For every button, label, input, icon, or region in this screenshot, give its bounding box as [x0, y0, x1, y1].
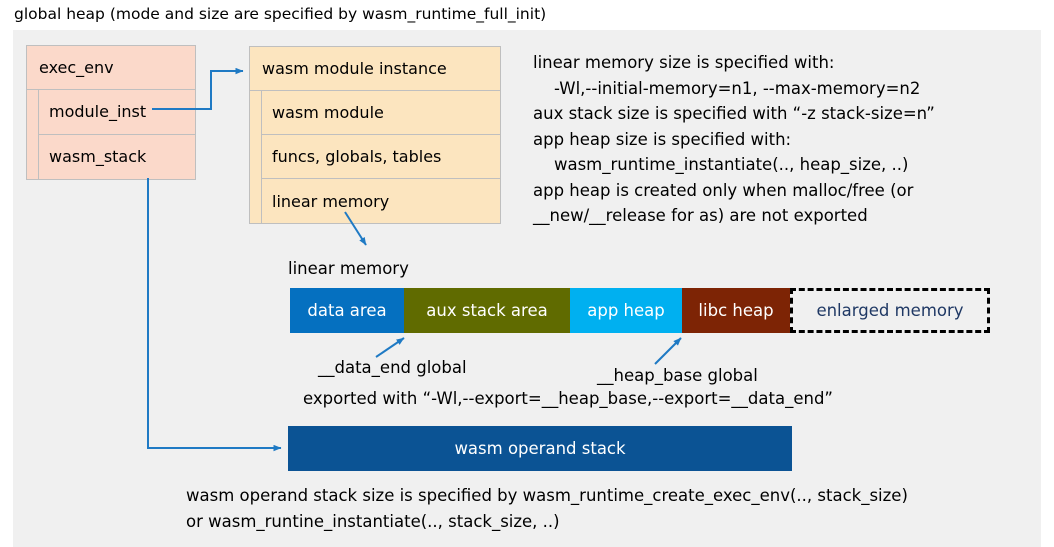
wasm-operand-stack-box: wasm operand stack — [288, 426, 792, 471]
module-instance-row-linear-memory: linear memory — [272, 191, 390, 211]
module-instance-row-funcs-globals-tables: funcs, globals, tables — [262, 135, 500, 179]
exec-env-gutter — [27, 90, 39, 179]
exec-env-body: module_inst wasm_stack — [26, 90, 196, 180]
memory-segment-enlarged-memory: enlarged memory — [790, 288, 990, 333]
annotation-heap-base: __heap_base global — [597, 366, 758, 385]
annotation-data-end: __data_end global — [318, 358, 467, 377]
memory-segment-aux-stack-area: aux stack area — [404, 288, 570, 333]
exec-env-header: exec_env — [26, 45, 196, 90]
operand-stack-note: wasm operand stack size is specified by … — [186, 486, 908, 531]
exec-env-row-wasm-stack: wasm_stack — [49, 147, 147, 167]
memory-segment-app-heap: app heap — [570, 288, 682, 333]
exec-env-row-module-inst: module_inst — [39, 90, 195, 135]
module-instance-header: wasm module instance — [249, 46, 501, 91]
module-instance-rows: wasm module funcs, globals, tables linea… — [262, 91, 500, 223]
memory-config-notes: linear memory size is specified with: -W… — [533, 53, 935, 225]
module-instance-row-wasm-module: wasm module — [262, 91, 500, 135]
exec-env-rows: module_inst wasm_stack — [39, 90, 195, 179]
page-title: global heap (mode and size are specified… — [14, 5, 547, 23]
memory-segment-libc-heap: libc heap — [682, 288, 790, 333]
wasm-module-instance-box: wasm module instance wasm module funcs, … — [249, 46, 501, 224]
module-instance-body: wasm module funcs, globals, tables linea… — [249, 91, 501, 224]
module-instance-gutter — [250, 91, 262, 223]
memory-segment-data-area: data area — [290, 288, 404, 333]
exec-env-box: exec_env module_inst wasm_stack — [26, 45, 196, 180]
annotation-exported-with: exported with “-Wl,--export=__heap_base,… — [303, 389, 833, 408]
linear-memory-label: linear memory — [288, 259, 409, 278]
